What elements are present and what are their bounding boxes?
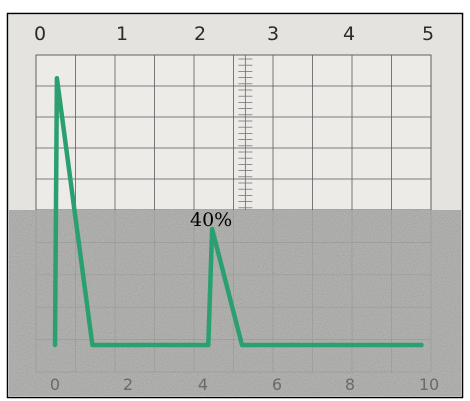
center-ruler <box>238 55 253 210</box>
lower-scan-panel <box>9 210 461 396</box>
echo-amplitude-label: 40% <box>190 209 232 231</box>
bottom-scale-label: 6 <box>272 375 282 394</box>
bottom-scale-labels: 0 2 4 6 8 10 <box>50 375 439 394</box>
top-scale-labels: 0 1 2 3 4 5 <box>34 23 434 45</box>
echo-trace-line <box>52 75 424 348</box>
top-scale-label: 3 <box>267 23 279 45</box>
bottom-scale-label: 0 <box>50 375 60 394</box>
top-scale-label: 1 <box>116 23 128 45</box>
bottom-scale-label: 8 <box>345 375 355 394</box>
graticule-grid <box>35 54 432 211</box>
top-scale-label: 5 <box>422 23 434 45</box>
bottom-scale-label: 10 <box>419 375 439 394</box>
bottom-scale-label: 2 <box>123 375 133 394</box>
top-scale-label: 2 <box>194 23 206 45</box>
bottom-scale-label: 4 <box>198 375 208 394</box>
top-scale-label: 0 <box>34 23 46 45</box>
top-scale-label: 4 <box>343 23 355 45</box>
